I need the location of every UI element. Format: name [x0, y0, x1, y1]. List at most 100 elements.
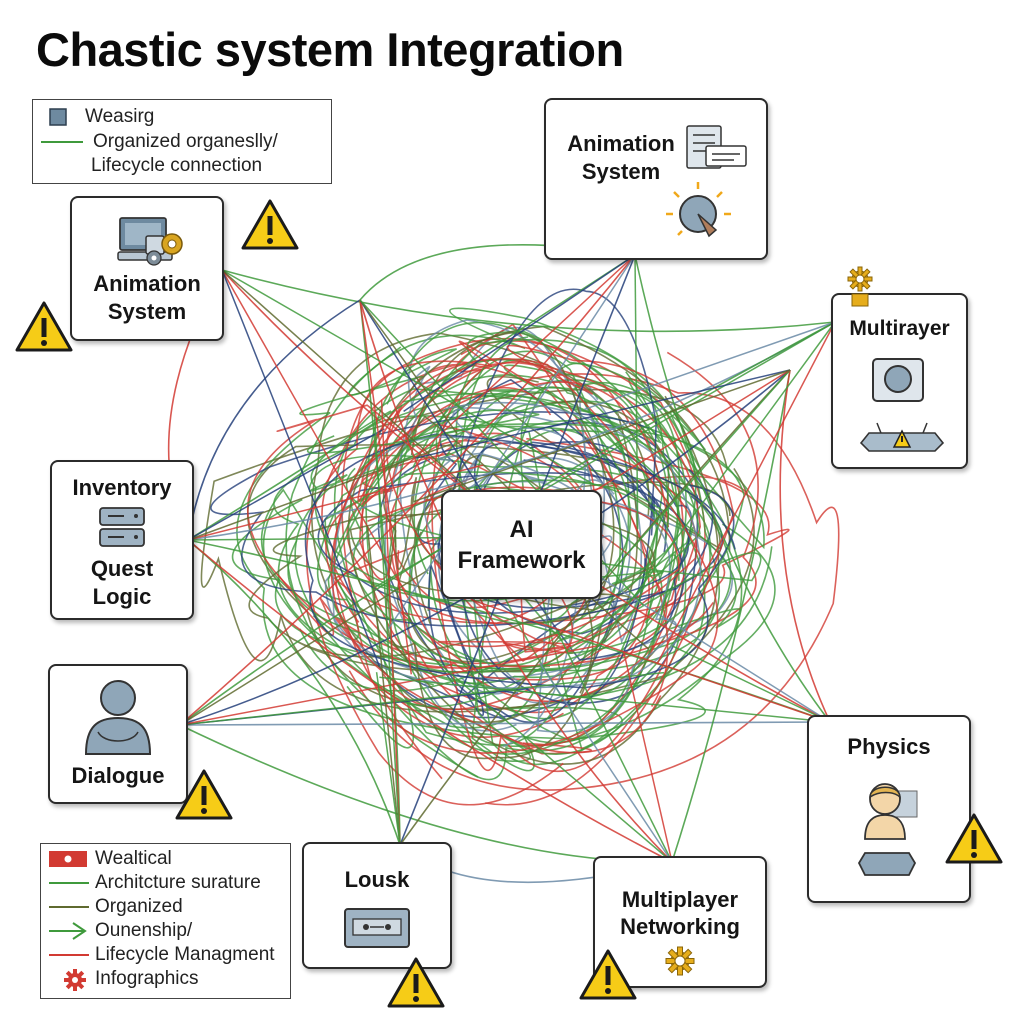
connection-line: [359, 299, 458, 435]
legend-gear-icon: [64, 969, 86, 991]
legend-swatch-line-icon: [49, 882, 89, 884]
connection-line: [634, 254, 639, 530]
connection-line: [583, 321, 836, 411]
connection-line: [437, 288, 657, 706]
legend-label: Organized organeslly/: [93, 131, 278, 152]
warning-tray-icon: [859, 422, 945, 452]
legend-top: Weasirg Organized organeslly/ Lifecycle …: [32, 99, 332, 184]
person-icon: [84, 680, 152, 755]
monitor-icon: [872, 358, 924, 402]
connection-line: [221, 269, 381, 667]
warning-icon: [579, 949, 637, 1000]
connection-line: [590, 321, 836, 657]
connection-line: [179, 569, 429, 726]
legend-item: Infographics: [49, 968, 289, 991]
connection-line: [622, 651, 673, 863]
connection-line: [221, 269, 595, 486]
connection-line: [327, 381, 773, 698]
connection-line: [373, 412, 401, 846]
legend-item: Weasirg: [41, 106, 321, 128]
connection-line: [221, 269, 443, 658]
node-ai-framework[interactable]: AI Framework: [441, 490, 602, 599]
connection-line: [221, 269, 836, 333]
node-inventory-quest-logic[interactable]: Inventory Quest Logic: [50, 460, 194, 620]
node-label-line2: Quest: [90, 556, 154, 581]
node-animation-system-top[interactable]: Animation System: [544, 98, 768, 260]
node-lousk[interactable]: Lousk: [302, 842, 452, 969]
connection-line: [359, 423, 589, 625]
node-label-line3: Logic: [92, 584, 152, 609]
connection-line: [405, 635, 673, 863]
connection-line: [333, 377, 776, 747]
connection-line: [330, 357, 719, 754]
legend-swatch-line-icon: [49, 906, 89, 908]
legend-label: Lifecycle connection: [91, 155, 263, 176]
legend-label: Ounenship/: [95, 920, 193, 941]
connection-line: [471, 599, 831, 723]
node-label: Dialogue: [71, 763, 165, 788]
connection-line: [539, 662, 673, 863]
server-icon: [99, 507, 145, 547]
node-multirayer[interactable]: Multirayer: [831, 293, 968, 469]
computer-gear-icon: [117, 217, 183, 266]
connection-line: [359, 299, 673, 863]
node-dialogue[interactable]: Dialogue: [48, 664, 188, 804]
connection-line: [187, 299, 361, 541]
connection-line: [359, 299, 413, 675]
node-label: Multirayer: [849, 317, 950, 340]
connection-line: [379, 676, 831, 723]
connection-line: [311, 332, 650, 724]
connection-line: [210, 411, 723, 627]
connection-line: [187, 539, 673, 863]
node-physics[interactable]: Physics: [807, 715, 971, 903]
connection-line: [375, 672, 401, 846]
diagram-title: Chastic system Integration: [36, 23, 624, 76]
connection-line: [236, 375, 743, 740]
node-label: Physics: [847, 734, 931, 759]
legend-item: Ounenship/: [49, 920, 289, 942]
node-label-line1: AI: [509, 516, 534, 543]
connection-line: [403, 254, 636, 413]
connection-line: [415, 369, 791, 459]
node-animation-system-left[interactable]: Animation System: [70, 196, 224, 341]
legend-item: Lifecycle connection: [41, 155, 321, 177]
legend-label: Organized: [95, 896, 183, 917]
gear-icon: [665, 946, 695, 976]
connection-line: [388, 254, 636, 629]
connection-line: [366, 525, 401, 846]
node-label-line2: Framework: [457, 547, 586, 574]
connection-line: [187, 464, 484, 541]
warning-icon: [387, 957, 445, 1008]
connection-line: [187, 254, 636, 541]
node-label-line1: Inventory: [72, 475, 172, 500]
legend-swatch-line-icon: [41, 141, 83, 143]
storage-drive-icon: [344, 908, 410, 948]
person-avatar-icon: [864, 783, 918, 840]
connection-line: [671, 645, 831, 723]
node-label-line2: Networking: [620, 914, 740, 939]
connection-line: [656, 321, 836, 665]
document-icon: [686, 125, 747, 169]
connection-line: [248, 512, 655, 673]
node-label-line1: Animation: [567, 131, 675, 156]
node-multiplayer-networking[interactable]: Multiplayer Networking: [593, 856, 767, 988]
node-label-line2: System: [581, 159, 661, 184]
legend-label: Wealtical: [95, 848, 172, 869]
connection-line: [364, 254, 636, 505]
connection-line: [380, 399, 401, 846]
legend-swatch-line-icon: [49, 954, 89, 956]
connection-line: [359, 299, 401, 846]
connection-line: [187, 539, 401, 846]
node-label-line1: Animation: [93, 271, 201, 296]
connection-line: [634, 254, 831, 723]
legend-item: Lifecycle Managment: [49, 944, 289, 966]
connection-line: [285, 307, 697, 778]
connection-line: [321, 358, 650, 714]
node-label-line1: Multiplayer: [621, 887, 739, 912]
connection-line: [671, 369, 791, 863]
node-label-line2: System: [107, 299, 187, 324]
warning-icon: [945, 813, 1003, 864]
legend-swatch-red-icon: [49, 851, 87, 867]
legend-label: Lifecycle Managment: [95, 944, 275, 965]
connection-line: [316, 364, 694, 685]
